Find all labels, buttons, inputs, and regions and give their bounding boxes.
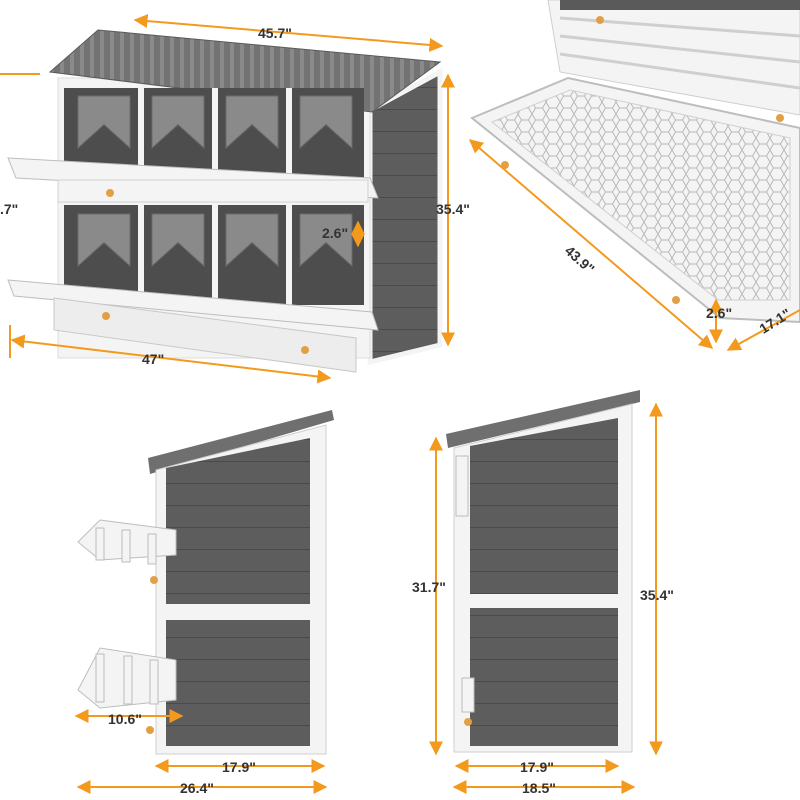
nest-curtain-1-0 (77, 213, 131, 268)
dim-side-left-inner: 17.9" (222, 759, 256, 775)
nest-curtain-0-3 (299, 95, 353, 150)
dim-front-width-bottom: 47" (142, 351, 164, 367)
nest-curtains (77, 95, 353, 268)
dim-front-left-partial: .7" (0, 201, 18, 217)
nest-curtain-0-1 (151, 95, 205, 150)
dim-front-gap: 2.6" (322, 225, 348, 241)
dim-front-width-top: 45.7" (258, 25, 292, 41)
nest-curtain-0-0 (77, 95, 131, 150)
dim-front-height: 35.4" (436, 201, 470, 217)
dim-side-right-height-overall: 35.4" (640, 587, 674, 603)
tray-view: 43.9" 2.6" 17.1" (468, 0, 800, 351)
dim-side-left-perch: 10.6" (108, 711, 142, 727)
side-view-left: 10.6" 17.9" 26.4" (74, 410, 334, 796)
front-view: 45.7" .7" 35.4" 2.6" 47" (0, 14, 470, 384)
nest-curtain-0-2 (225, 95, 279, 150)
nest-curtain-1-1 (151, 213, 205, 268)
nest-curtain-1-2 (225, 213, 279, 268)
side-view-right: 31.7" 35.4" 17.9" 18.5" (412, 390, 674, 796)
dim-tray-lip: 2.6" (706, 305, 732, 321)
dim-side-right-overall: 18.5" (522, 780, 556, 796)
dim-side-right-inner: 17.9" (520, 759, 554, 775)
nest-curtain-1-3 (299, 213, 353, 268)
dim-side-right-height-inner: 31.7" (412, 579, 446, 595)
dim-side-left-overall: 26.4" (180, 780, 214, 796)
dim-tray-length: 43.9" (562, 242, 598, 277)
